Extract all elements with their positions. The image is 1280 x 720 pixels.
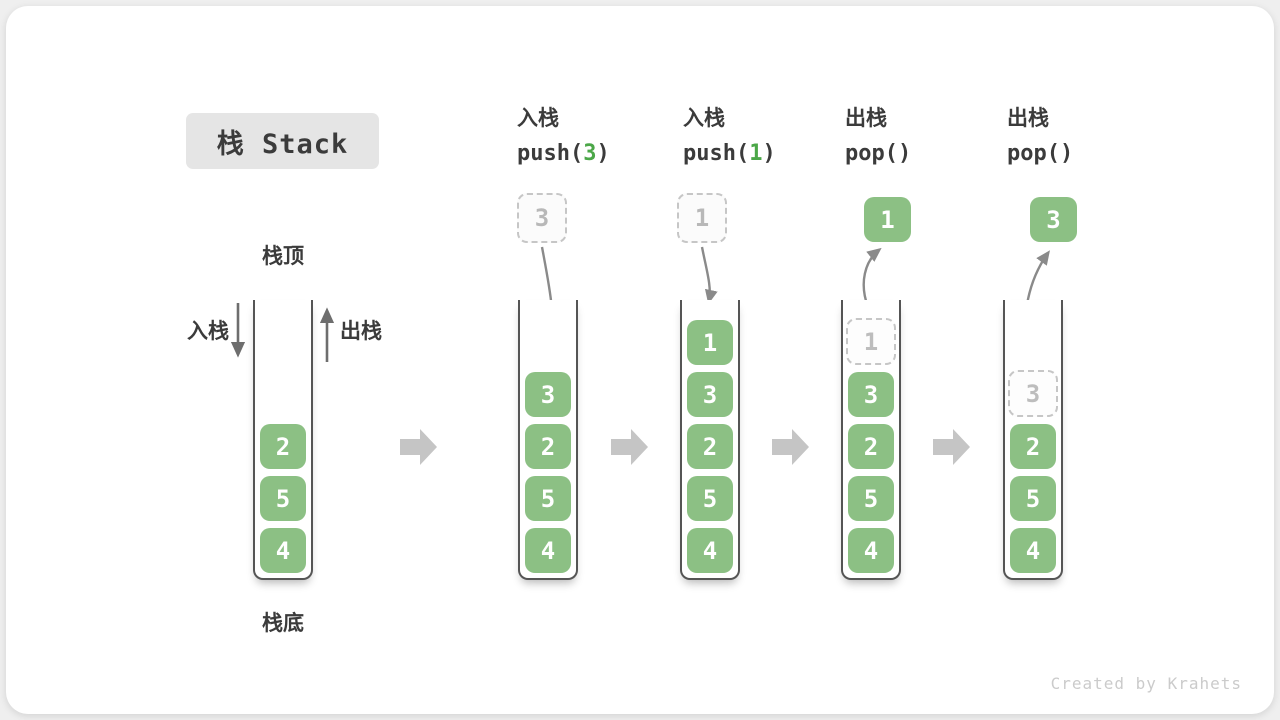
stack-cell: 4 [525, 528, 571, 573]
stack-cell: 4 [1010, 528, 1056, 573]
stack-cell: 5 [1010, 476, 1056, 521]
stack-container-initial: 2 5 4 [253, 300, 313, 580]
stack-cell: 2 [1010, 424, 1056, 469]
ghost-cell: 1 [846, 318, 896, 365]
op-label-push-3: 入栈 push(3) [517, 105, 610, 169]
diagram-title: 栈 Stack [186, 113, 379, 169]
stack-bottom-label: 栈底 [262, 612, 304, 635]
incoming-value-box: 1 [677, 193, 727, 243]
op-zh: 入栈 [517, 107, 559, 130]
incoming-value-box: 3 [517, 193, 567, 243]
pop-side-label: 出栈 [340, 320, 382, 343]
popped-value-box: 1 [864, 197, 911, 242]
stack-cell: 2 [525, 424, 571, 469]
stack-container-pop-3: 3 2 5 4 [1003, 300, 1063, 580]
stack-top-label: 栈顶 [262, 245, 304, 268]
stack-cell: 5 [525, 476, 571, 521]
op-code: pop() [845, 139, 911, 169]
code-pre: push( [517, 141, 584, 166]
ghost-cell: 3 [1008, 370, 1058, 417]
stack-container-push-1: 1 3 2 5 4 [680, 300, 740, 580]
code-arg: 1 [749, 141, 763, 166]
stack-cell: 5 [260, 476, 306, 521]
op-zh: 出栈 [845, 107, 887, 130]
stack-cell: 3 [848, 372, 894, 417]
code-pre: pop( [1007, 141, 1060, 166]
stack-cell: 5 [848, 476, 894, 521]
popped-value-box: 3 [1030, 197, 1077, 242]
code-post: ) [762, 141, 776, 166]
stack-cell: 3 [687, 372, 733, 417]
op-label-pop-3: 出栈 pop() [1007, 105, 1073, 169]
credit-text: Created by Krahets [1050, 674, 1242, 693]
stack-container-pop-1: 1 3 2 5 4 [841, 300, 901, 580]
code-arg: 3 [583, 141, 597, 166]
op-code: push(3) [517, 139, 610, 169]
op-zh: 出栈 [1007, 107, 1049, 130]
code-pre: pop( [845, 141, 898, 166]
stack-cell: 1 [687, 320, 733, 365]
code-pre: push( [683, 141, 750, 166]
code-post: ) [596, 141, 610, 166]
stack-cell: 2 [687, 424, 733, 469]
op-zh: 入栈 [683, 107, 725, 130]
stack-container-push-3: 3 2 5 4 [518, 300, 578, 580]
push-side-label: 入栈 [187, 320, 229, 343]
stack-cell: 4 [687, 528, 733, 573]
stack-cell: 3 [525, 372, 571, 417]
op-code: pop() [1007, 139, 1073, 169]
code-post: ) [897, 141, 912, 166]
stack-cell: 4 [260, 528, 306, 573]
stack-cell: 2 [848, 424, 894, 469]
stack-cell: 4 [848, 528, 894, 573]
code-post: ) [1059, 141, 1074, 166]
op-label-push-1: 入栈 push(1) [683, 105, 776, 169]
op-label-pop-1: 出栈 pop() [845, 105, 911, 169]
stack-cell: 5 [687, 476, 733, 521]
op-code: push(1) [683, 139, 776, 169]
stack-cell: 2 [260, 424, 306, 469]
